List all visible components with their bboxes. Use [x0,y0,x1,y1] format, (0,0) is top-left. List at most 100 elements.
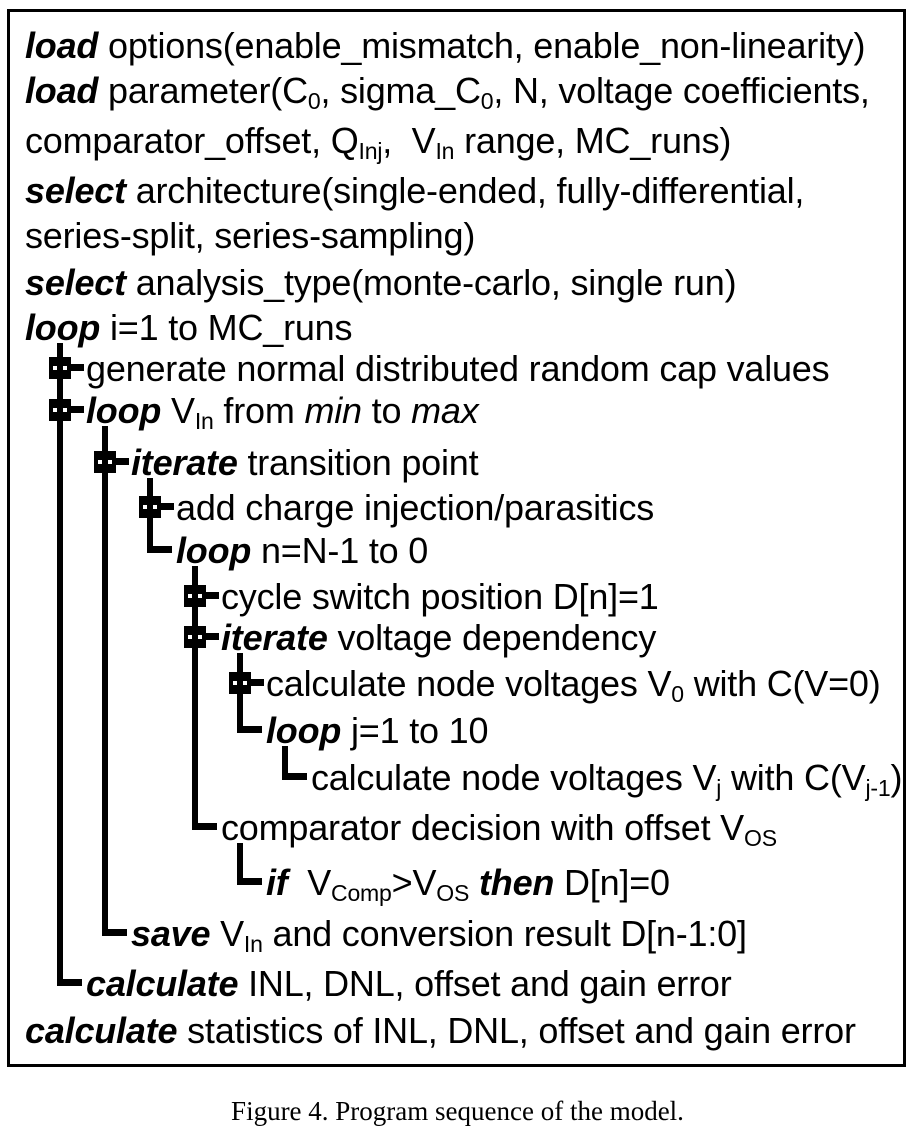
code-line-6: select analysis_type(monte-carlo, single… [25,262,737,303]
tree-stem [237,653,243,733]
code-text: transition point [237,442,479,483]
code-text: analysis_type(monte-carlo, single run) [125,262,737,303]
pseudocode-box [7,9,906,1067]
keyword: loop [176,530,252,571]
figure-caption: Figure 4. Program sequence of the model. [231,1096,684,1126]
subscript: Comp [331,879,392,906]
tree-stem [282,746,288,780]
branch-tick [159,503,174,510]
code-text: V [161,390,195,431]
subscript: j [716,774,722,801]
code-text: range, MC_runs) [454,120,732,161]
code-text: i=1 to MC_runs [100,307,353,348]
keyword: load [25,25,99,66]
code-line-8: generate normal distributed random cap v… [86,348,830,389]
code-text: j=1 to 10 [341,710,489,751]
keyword: select [25,170,126,211]
code-text: , sigma_C [320,70,481,111]
code-text: INL, DNL, offset and gain error [238,963,732,1004]
keyword: iterate [221,617,328,658]
code-text: add charge injection/parasitics [176,487,655,528]
code-text: comparator_offset, Q [25,120,359,161]
keyword: load [25,70,99,111]
code-line-18: comparator decision with offset VOS [221,809,777,857]
subscript: In [435,137,455,164]
subscript: OS [744,824,777,851]
elbow-connector-icon [282,773,307,780]
code-text: voltage dependency [327,617,657,658]
subscript: j-1 [865,774,891,801]
code-text [469,862,479,903]
branch-tick [249,679,264,686]
elbow-connector-icon [192,823,217,830]
code-text: statistics of INL, DNL, offset and gain … [177,1010,856,1051]
code-line-15: calculate node voltages V0 with C(V=0) [266,665,881,713]
code-text: with C(V=0) [683,663,881,704]
code-line-7: loop i=1 to MC_runs [25,307,353,348]
tree-stem [237,843,243,885]
elbow-connector-icon [237,878,262,885]
code-text: series-split, series-sampling) [25,215,476,256]
elbow-connector-icon [102,929,127,936]
code-text: architecture(single-ended, fully-differe… [125,170,805,211]
code-line-9: loop VIn from min to max [86,392,479,440]
code-line-3: comparator_offset, QInj, VIn range, MC_r… [25,122,731,170]
code-text: generate normal distributed random cap v… [86,348,830,389]
code-line-20: save VIn and conversion result D[n-1:0] [131,915,747,963]
subscript: In [194,407,214,434]
branch-tick [204,592,219,599]
code-line-4: select architecture(single-ended, fully-… [25,172,804,210]
code-text: and conversion result D[n-1:0] [262,913,747,954]
code-line-16: loop j=1 to 10 [266,710,489,751]
code-text: options(enable_mismatch, enable_non-line… [98,25,866,66]
elbow-connector-icon [147,546,172,553]
code-text: ) [890,757,903,798]
code-text: max [411,390,479,431]
tree-stem [192,566,198,830]
code-text: min [304,390,362,431]
code-text: parameter(C [98,70,308,111]
subscript: 0 [480,87,494,114]
keyword: if [266,862,288,903]
code-line-14: iterate voltage dependency [221,619,656,657]
keyword: then [479,862,555,903]
branch-tick [69,406,84,413]
code-text: n=N-1 to 0 [251,530,429,571]
code-line-5: series-split, series-sampling) [25,217,475,255]
code-text: >V [391,862,437,903]
branch-tick [69,364,84,371]
code-line-22: calculate statistics of INL, DNL, offset… [25,1012,856,1050]
keyword: calculate [25,1010,178,1051]
subscript: In [243,930,263,957]
code-text: calculate node voltages V [311,757,717,798]
code-text: calculate node voltages V [266,663,672,704]
keyword: calculate [86,963,239,1004]
branch-tick [204,633,219,640]
keyword: loop [25,307,101,348]
code-text: , N, voltage coefficients, [493,70,870,111]
code-text: V [287,862,332,903]
code-text: , V [382,120,436,161]
code-text: to [361,390,412,431]
tree-stem [102,426,108,936]
tree-stem [57,343,63,986]
code-line-2: load parameter(C0, sigma_C0, N, voltage … [25,72,870,120]
code-line-12: loop n=N-1 to 0 [176,532,428,570]
code-line-17: calculate node voltages Vj with C(Vj-1) [311,759,902,807]
branch-tick [114,458,129,465]
code-line-13: cycle switch position D[n]=1 [221,578,659,616]
code-line-11: add charge injection/parasitics [176,489,654,527]
code-line-10: iterate transition point [131,442,479,483]
keyword: loop [86,390,162,431]
keyword: iterate [131,442,238,483]
code-text: from [213,390,305,431]
subscript: OS [436,879,470,906]
keyword: save [131,913,211,954]
code-line-1: load options(enable_mismatch, enable_non… [25,27,865,65]
code-text: cycle switch position D[n]=1 [221,576,659,617]
code-text: comparator decision with offset V [221,807,744,848]
code-text: D[n]=0 [554,862,670,903]
tree-stem [147,478,153,553]
elbow-connector-icon [237,726,262,733]
subscript: 0 [671,680,684,707]
